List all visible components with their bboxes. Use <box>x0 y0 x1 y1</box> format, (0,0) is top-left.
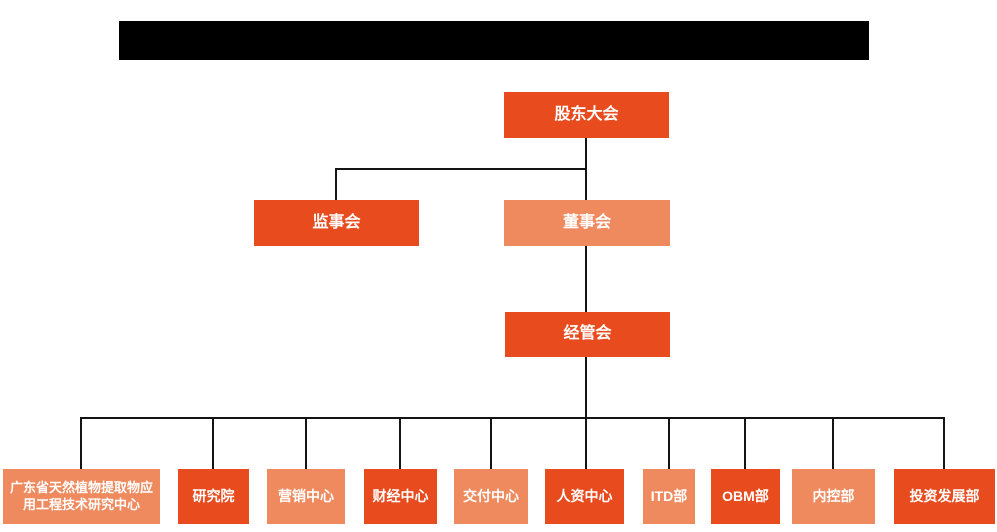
connector-board-to-management <box>585 246 587 312</box>
node-shareholders-meeting: 股东大会 <box>504 92 669 138</box>
connector-dept-drop-7 <box>744 417 746 469</box>
connector-dept-drop-4 <box>490 417 492 469</box>
connector-dept-drop-8 <box>832 417 834 469</box>
dept-label: ITD部 <box>650 488 688 505</box>
dept-label: 交付中心 <box>463 488 519 505</box>
dept-marketing-center: 营销中心 <box>267 469 345 524</box>
connector-dept-drop-2 <box>305 417 307 469</box>
connector-supervisory-drop <box>335 168 337 201</box>
node-label: 股东大会 <box>554 105 619 123</box>
dept-investment-development: 投资发展部 <box>894 469 995 524</box>
dept-label: 营销中心 <box>278 488 334 505</box>
dept-finance-center: 财经中心 <box>364 469 437 524</box>
connector-dept-drop-0 <box>80 417 82 469</box>
connector-dept-drop-5 <box>585 417 587 469</box>
dept-hr-center: 人资中心 <box>545 469 624 524</box>
dept-label: 投资发展部 <box>909 488 980 505</box>
dept-research-institute: 研究院 <box>178 469 249 524</box>
node-supervisory-board: 监事会 <box>254 200 419 246</box>
dept-label: 广东省天然植物提取物应用工程技术研究中心 <box>9 479 153 512</box>
dept-itd: ITD部 <box>643 469 695 524</box>
node-management-committee: 经管会 <box>505 312 670 357</box>
dept-label: 研究院 <box>192 488 235 505</box>
connector-departments-horizontal <box>80 417 945 419</box>
connector-dept-drop-1 <box>212 417 214 469</box>
node-board-of-directors: 董事会 <box>504 200 670 246</box>
dept-internal-control: 内控部 <box>792 469 875 524</box>
dept-delivery-center: 交付中心 <box>454 469 528 524</box>
redacted-title-bar <box>119 21 869 60</box>
dept-label: OBM部 <box>722 488 769 505</box>
dept-label: 内控部 <box>812 488 855 505</box>
connector-dept-drop-6 <box>668 417 670 469</box>
connector-dept-drop-3 <box>399 417 401 469</box>
node-label: 监事会 <box>312 213 361 231</box>
connector-management-down <box>585 357 587 418</box>
node-label: 经管会 <box>563 325 612 343</box>
node-label: 董事会 <box>562 213 611 231</box>
connector-dept-drop-9 <box>943 417 945 469</box>
connector-branch-horizontal <box>335 168 587 170</box>
dept-guangdong-plant-extract-research-center: 广东省天然植物提取物应用工程技术研究中心 <box>3 469 160 524</box>
dept-label: 人资中心 <box>556 488 613 505</box>
dept-label: 财经中心 <box>372 488 429 505</box>
dept-obm: OBM部 <box>711 469 780 524</box>
